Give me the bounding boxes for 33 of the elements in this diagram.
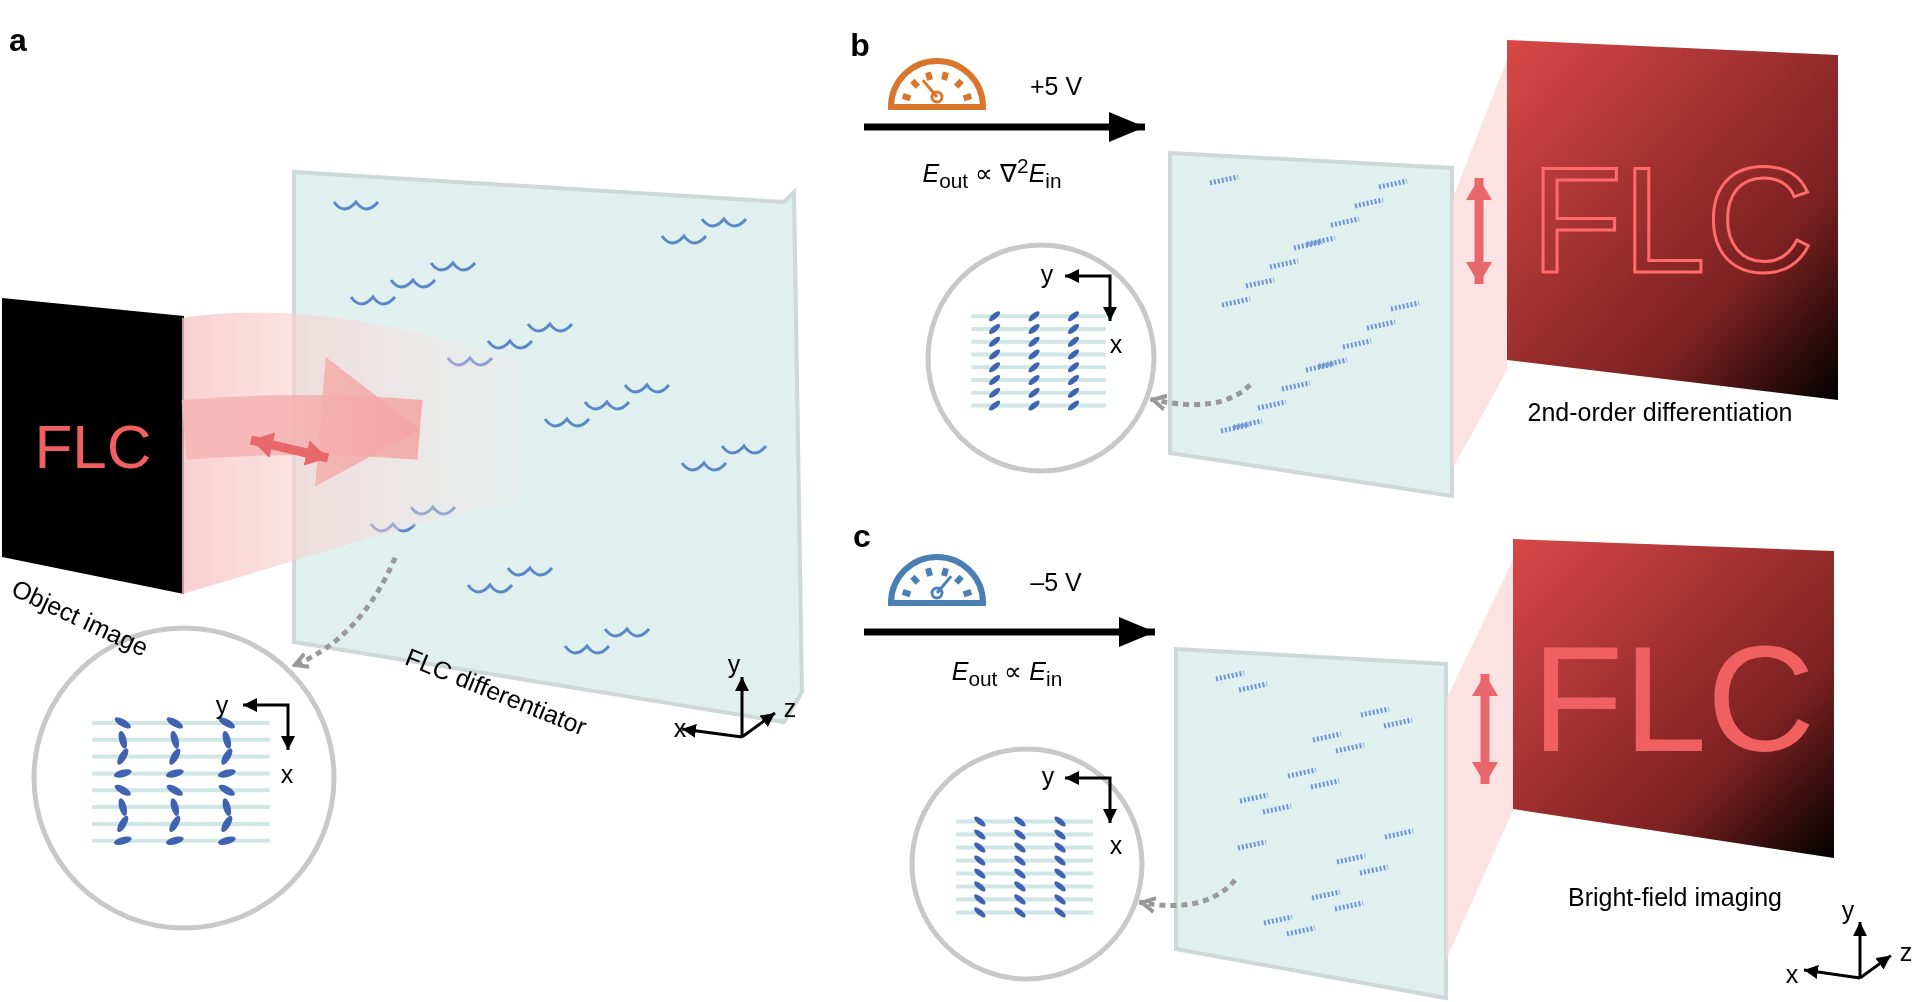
panel-letter: c <box>853 520 871 552</box>
screen-text: FLC <box>34 415 152 478</box>
inset-circle <box>925 242 1157 474</box>
axis-label: y <box>727 651 741 677</box>
leader-arrow <box>291 556 398 669</box>
axis-label: y <box>1040 261 1054 287</box>
leader-arrow <box>1149 383 1252 412</box>
axis-label: x <box>280 761 294 787</box>
display-screen <box>1513 539 1834 858</box>
axis-label: x <box>673 715 687 741</box>
node-label: Bright-field imaging <box>1568 884 1782 910</box>
inset-circle <box>909 746 1145 982</box>
equation: E$_{out}$ ∝ ∇$^{2}$E$_{in}$ <box>922 155 1062 193</box>
voltage-label: +5 V <box>1029 73 1083 99</box>
equation: E$_{out}$ ∝ E$_{in}$ <box>951 658 1063 690</box>
axis-label: y <box>215 692 229 718</box>
panel-letter: b <box>850 29 870 61</box>
axis-label: x <box>1109 832 1123 858</box>
screen-text: FLC <box>1531 623 1816 774</box>
leader-arrow <box>1138 878 1237 914</box>
axis-label: z <box>783 695 797 721</box>
node-label: 2nd-order differentiation <box>1527 399 1793 425</box>
panel-letter: a <box>9 24 27 56</box>
axis-label: z <box>1899 939 1913 965</box>
liquid-crystal-plate <box>1176 649 1446 998</box>
axis-label: y <box>1041 763 1055 789</box>
liquid-crystal-plate <box>1170 153 1452 496</box>
axis-label: x <box>1785 961 1799 987</box>
display-screen <box>1507 40 1838 400</box>
axis-label: y <box>1841 897 1855 923</box>
voltage-label: –5 V <box>1030 569 1082 595</box>
axis-label: x <box>1109 331 1123 357</box>
screen-text: FLC <box>1530 145 1815 295</box>
